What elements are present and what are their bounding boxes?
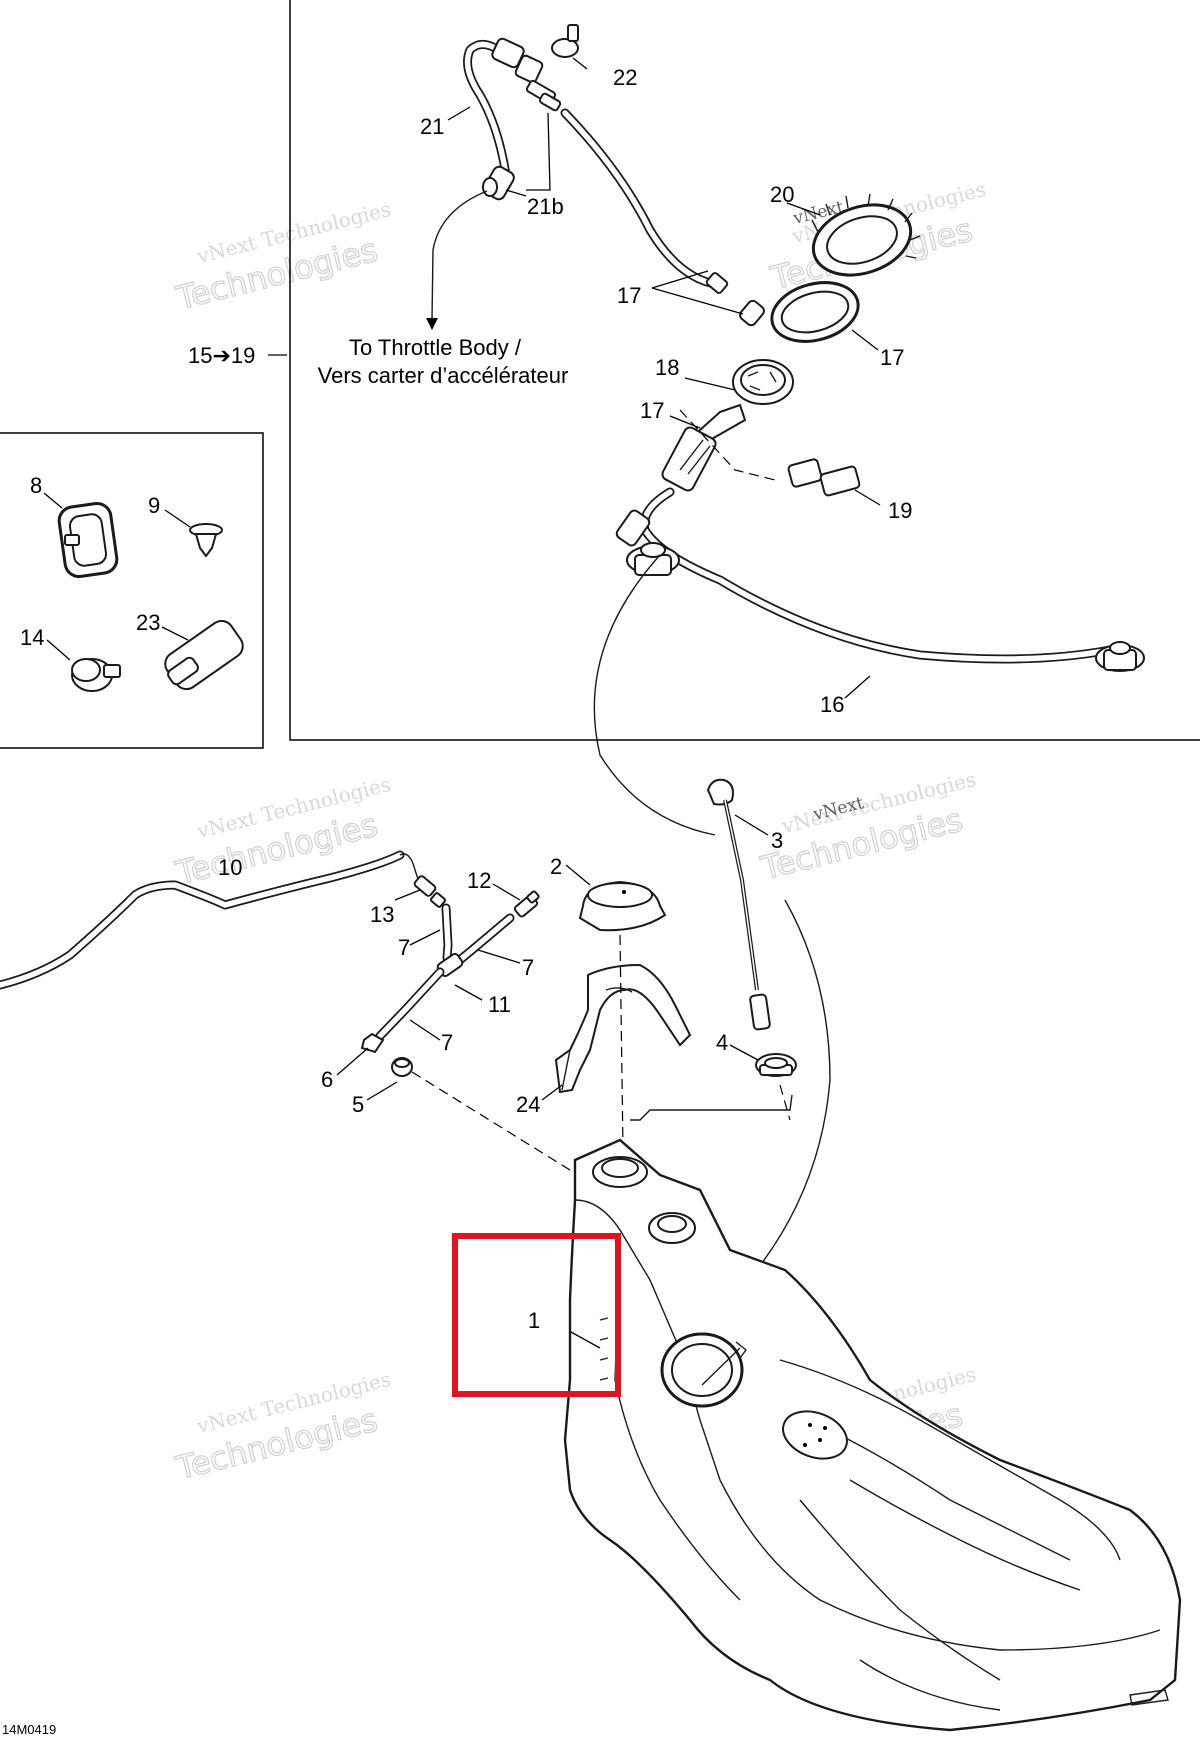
callout-10: 10 (218, 855, 242, 880)
callouts: 22 21 21b 20 17 17 18 17 19 16 15➔19 8 9… (20, 65, 912, 1333)
highlight-box (452, 1233, 621, 1397)
fuel-cap-2 (578, 880, 667, 932)
callout-13: 13 (370, 902, 394, 927)
figure-code: 14M0419 (2, 1722, 56, 1737)
watermark-4: vNext Technologies Technologies (756, 767, 978, 888)
fuel-gauge-sender-3 (706, 778, 771, 1031)
callout-22: 22 (613, 65, 637, 90)
callout-8: 8 (30, 473, 42, 498)
fitting-12 (513, 890, 540, 918)
callout-16: 16 (820, 692, 844, 717)
callout-11: 11 (488, 992, 511, 1017)
callout-17-top: 17 (617, 283, 641, 308)
watermark-1: vNext Technologies Technologies (171, 197, 393, 318)
watermark-5: vNext Technologies Technologies (171, 1367, 393, 1488)
callout-24: 24 (516, 1092, 540, 1117)
callout-7-upper-right: 7 (522, 955, 534, 980)
fuel-hose-assembly-21 (463, 37, 562, 201)
note-arrowhead (426, 318, 438, 330)
assembly-lines (411, 409, 831, 1321)
push-rivet-9 (189, 523, 223, 558)
callout-18: 18 (655, 355, 679, 380)
callout-21: 21 (420, 114, 444, 139)
fuel-tank-1 (563, 1138, 1182, 1732)
note-throttle-body: To Throttle Body / Vers carter d’accélér… (318, 190, 569, 388)
note-line1: To Throttle Body / (349, 335, 522, 360)
hose-7-upper-left (441, 903, 453, 963)
note-line2: Vers carter d’accélérateur (318, 363, 569, 388)
callout-4: 4 (716, 1030, 728, 1055)
vent-line-10 (0, 850, 421, 990)
small-parts-frame (0, 432, 264, 749)
clamp-14 (71, 658, 121, 692)
range-label-15-19: 15➔19 (188, 343, 255, 368)
callout-23: 23 (136, 610, 160, 635)
callout-17-mid: 17 (640, 398, 664, 423)
callout-5: 5 (352, 1092, 364, 1117)
callout-7-lower: 7 (441, 1030, 453, 1055)
fitting-13 (413, 875, 446, 908)
upper-frame (289, 0, 1200, 741)
callout-12: 12 (467, 868, 491, 893)
callout-14: 14 (20, 625, 44, 650)
callout-2: 2 (550, 854, 562, 879)
callout-20: 20 (770, 182, 794, 207)
locking-ring-20 (811, 193, 921, 277)
callout-9: 9 (148, 493, 160, 518)
connector-19 (787, 458, 861, 497)
clamp-22 (551, 24, 579, 58)
elbow-6 (360, 1032, 385, 1054)
callout-3: 3 (771, 828, 783, 853)
callout-6: 6 (321, 1067, 333, 1092)
callout-7-upper-left: 7 (398, 935, 410, 960)
callout-17-right: 17 (880, 345, 904, 370)
bracket-24 (554, 963, 692, 1094)
hose-7-lower (375, 967, 445, 1041)
callout-1: 1 (528, 1308, 540, 1333)
callout-21b: 21b (527, 194, 564, 219)
grommet-4 (755, 1053, 797, 1077)
small-part-8 (57, 502, 119, 578)
leader-lines (43, 57, 881, 1349)
fuel-pump-module-18 (661, 359, 794, 492)
callout-19: 19 (888, 498, 912, 523)
gasket-17 (770, 281, 860, 343)
watermark-3: vNext Technologies Technologies (171, 772, 393, 893)
clip-23 (164, 619, 244, 691)
fuel-hose-line (560, 108, 765, 327)
grommet-5 (391, 1057, 413, 1077)
hose-16 (615, 487, 1145, 672)
note-arrow (431, 190, 488, 321)
frames (0, 0, 1200, 749)
